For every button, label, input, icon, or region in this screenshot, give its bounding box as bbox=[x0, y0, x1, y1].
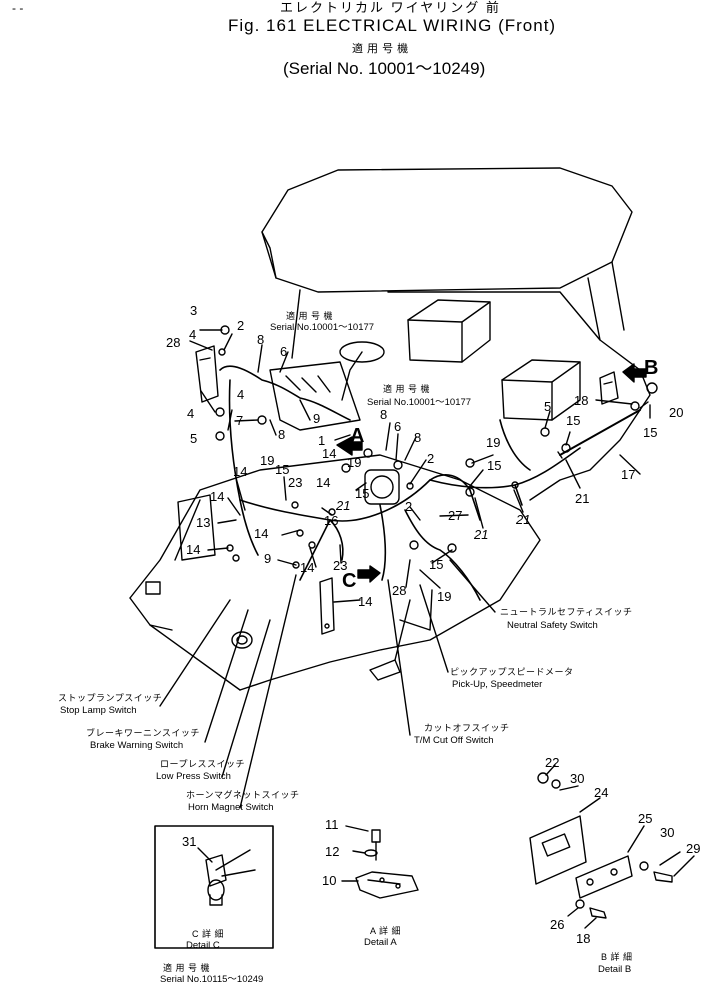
stop-lamp-switch-jp: ストップランプスイッチ bbox=[58, 693, 163, 703]
view-arrow-a-label: A bbox=[350, 425, 365, 447]
note-1-jp: 適 用 号 機 bbox=[286, 311, 334, 321]
part-number-21: 21 bbox=[474, 527, 489, 542]
note-2-serial: Serial No.10001～10177 bbox=[367, 397, 472, 408]
detail-b-label: Detail B bbox=[598, 964, 632, 975]
part-number-6: 6 bbox=[394, 419, 402, 434]
part-number-8: 8 bbox=[278, 427, 286, 442]
part-number-16: 16 bbox=[324, 513, 339, 528]
pickup-speedmeter-label: Pick-Up, Speedmeter bbox=[452, 679, 543, 690]
part-number-15: 15 bbox=[566, 413, 581, 428]
part-number-24: 24 bbox=[594, 785, 609, 800]
part-number-5: 5 bbox=[544, 399, 552, 414]
part-number-19: 19 bbox=[437, 589, 452, 604]
part-number-14: 14 bbox=[316, 475, 331, 490]
part-number-25: 25 bbox=[638, 811, 653, 826]
part-number-21: 21 bbox=[516, 512, 531, 527]
tm-cut-off-switch-jp: カットオフスイッチ bbox=[424, 723, 510, 733]
part-number-28: 28 bbox=[166, 335, 181, 350]
part-number-1: 1 bbox=[318, 433, 326, 448]
part-number-23: 23 bbox=[333, 558, 348, 573]
part-number-14: 14 bbox=[322, 446, 337, 461]
part-number-4: 4 bbox=[189, 327, 197, 342]
part-number-12: 12 bbox=[325, 844, 340, 859]
part-number-2: 2 bbox=[427, 451, 435, 466]
part-number-14: 14 bbox=[186, 542, 201, 557]
part-number-9: 9 bbox=[264, 551, 272, 566]
stop-lamp-switch-label: Stop Lamp Switch bbox=[60, 705, 137, 716]
part-number-9: 9 bbox=[313, 411, 321, 426]
part-number-10: 10 bbox=[322, 873, 337, 888]
view-arrow-c-label: C bbox=[342, 570, 357, 592]
detail-c-serial: Serial No.10115～10249 bbox=[160, 974, 264, 985]
part-number-2: 2 bbox=[237, 318, 245, 333]
part-number-19: 19 bbox=[347, 455, 362, 470]
part-number-14: 14 bbox=[254, 526, 269, 541]
part-number-17: 17 bbox=[621, 467, 636, 482]
part-number-22: 22 bbox=[545, 755, 560, 770]
note-2-jp: 適 用 号 機 bbox=[383, 384, 431, 394]
part-number-15: 15 bbox=[487, 458, 502, 473]
low-press-switch-label: Low Press Switch bbox=[156, 771, 231, 782]
horn-magnet-switch-jp: ホーンマグネットスイッチ bbox=[186, 790, 300, 800]
part-number-4: 4 bbox=[187, 406, 195, 421]
part-number-11: 11 bbox=[325, 817, 339, 832]
part-number-14: 14 bbox=[358, 594, 373, 609]
part-number-15: 15 bbox=[643, 425, 658, 440]
detail-a-label: Detail A bbox=[364, 937, 397, 948]
brake-warning-switch-label: Brake Warning Switch bbox=[90, 740, 184, 751]
part-number-14: 14 bbox=[300, 560, 315, 575]
part-number-27: 27 bbox=[448, 508, 463, 523]
title-japanese: エレクトリカル ワイヤリング 前 bbox=[280, 0, 501, 15]
detail-c-applicable-jp: 適 用 号 機 bbox=[163, 963, 211, 973]
corner-dash-mark: - - bbox=[12, 1, 24, 15]
part-number-26: 26 bbox=[550, 917, 565, 932]
part-number-21: 21 bbox=[575, 491, 590, 506]
part-number-28: 28 bbox=[392, 583, 407, 598]
part-number-15: 15 bbox=[355, 486, 370, 501]
tm-cut-off-switch-label: T/M Cut Off Switch bbox=[414, 735, 494, 746]
part-number-15: 15 bbox=[275, 462, 290, 477]
part-number-14: 14 bbox=[210, 489, 225, 504]
part-number-29: 29 bbox=[686, 841, 701, 856]
part-number-8: 8 bbox=[380, 407, 388, 422]
detail-c-jp: C 詳 細 bbox=[192, 929, 225, 939]
view-arrow-b-label: B bbox=[644, 357, 659, 379]
part-number-18: 18 bbox=[576, 931, 591, 946]
low-press-switch-jp: ロープレススイッチ bbox=[160, 759, 245, 769]
detail-b-jp: B 詳 細 bbox=[601, 952, 633, 962]
part-number-20: 20 bbox=[669, 405, 684, 420]
brake-warning-switch-jp: ブレーキワーニンスイッチ bbox=[86, 728, 200, 738]
part-number-2: 2 bbox=[405, 499, 413, 514]
part-number-19: 19 bbox=[260, 453, 275, 468]
part-number-18: 18 bbox=[574, 393, 589, 408]
part-number-13: 13 bbox=[196, 515, 211, 530]
part-number-7: 7 bbox=[236, 413, 244, 428]
part-number-19: 19 bbox=[486, 435, 501, 450]
part-number-4: 4 bbox=[237, 387, 245, 402]
horn-magnet-switch-label: Horn Magnet Switch bbox=[188, 802, 274, 813]
part-number-3: 3 bbox=[190, 303, 198, 318]
neutral-safety-switch-label: Neutral Safety Switch bbox=[507, 620, 598, 631]
detail-a-jp: A 詳 細 bbox=[370, 926, 402, 936]
figure-serial-range: (Serial No. 10001～10249) bbox=[283, 59, 486, 78]
part-number-23: 23 bbox=[288, 475, 303, 490]
pickup-speedmeter-jp: ピックアップスピードメータ bbox=[450, 667, 574, 677]
detail-c-label: Detail C bbox=[186, 940, 220, 951]
part-number-5: 5 bbox=[190, 431, 198, 446]
part-number-8: 8 bbox=[414, 430, 422, 445]
part-number-15: 15 bbox=[429, 557, 444, 572]
part-number-30: 30 bbox=[660, 825, 675, 840]
applicable-serial-label-jp: 適 用 号 機 bbox=[352, 43, 409, 55]
part-number-8: 8 bbox=[257, 332, 265, 347]
figure-title: Fig. 161 ELECTRICAL WIRING (Front) bbox=[228, 16, 557, 35]
part-number-31: 31 bbox=[182, 834, 197, 849]
part-number-21: 21 bbox=[336, 498, 351, 513]
part-number-14: 14 bbox=[233, 464, 248, 479]
part-number-30: 30 bbox=[570, 771, 585, 786]
neutral-safety-switch-jp: ニュートラルセフティスイッチ bbox=[500, 607, 633, 617]
note-1-serial: Serial No.10001～10177 bbox=[270, 322, 375, 333]
part-number-6: 6 bbox=[280, 344, 288, 359]
